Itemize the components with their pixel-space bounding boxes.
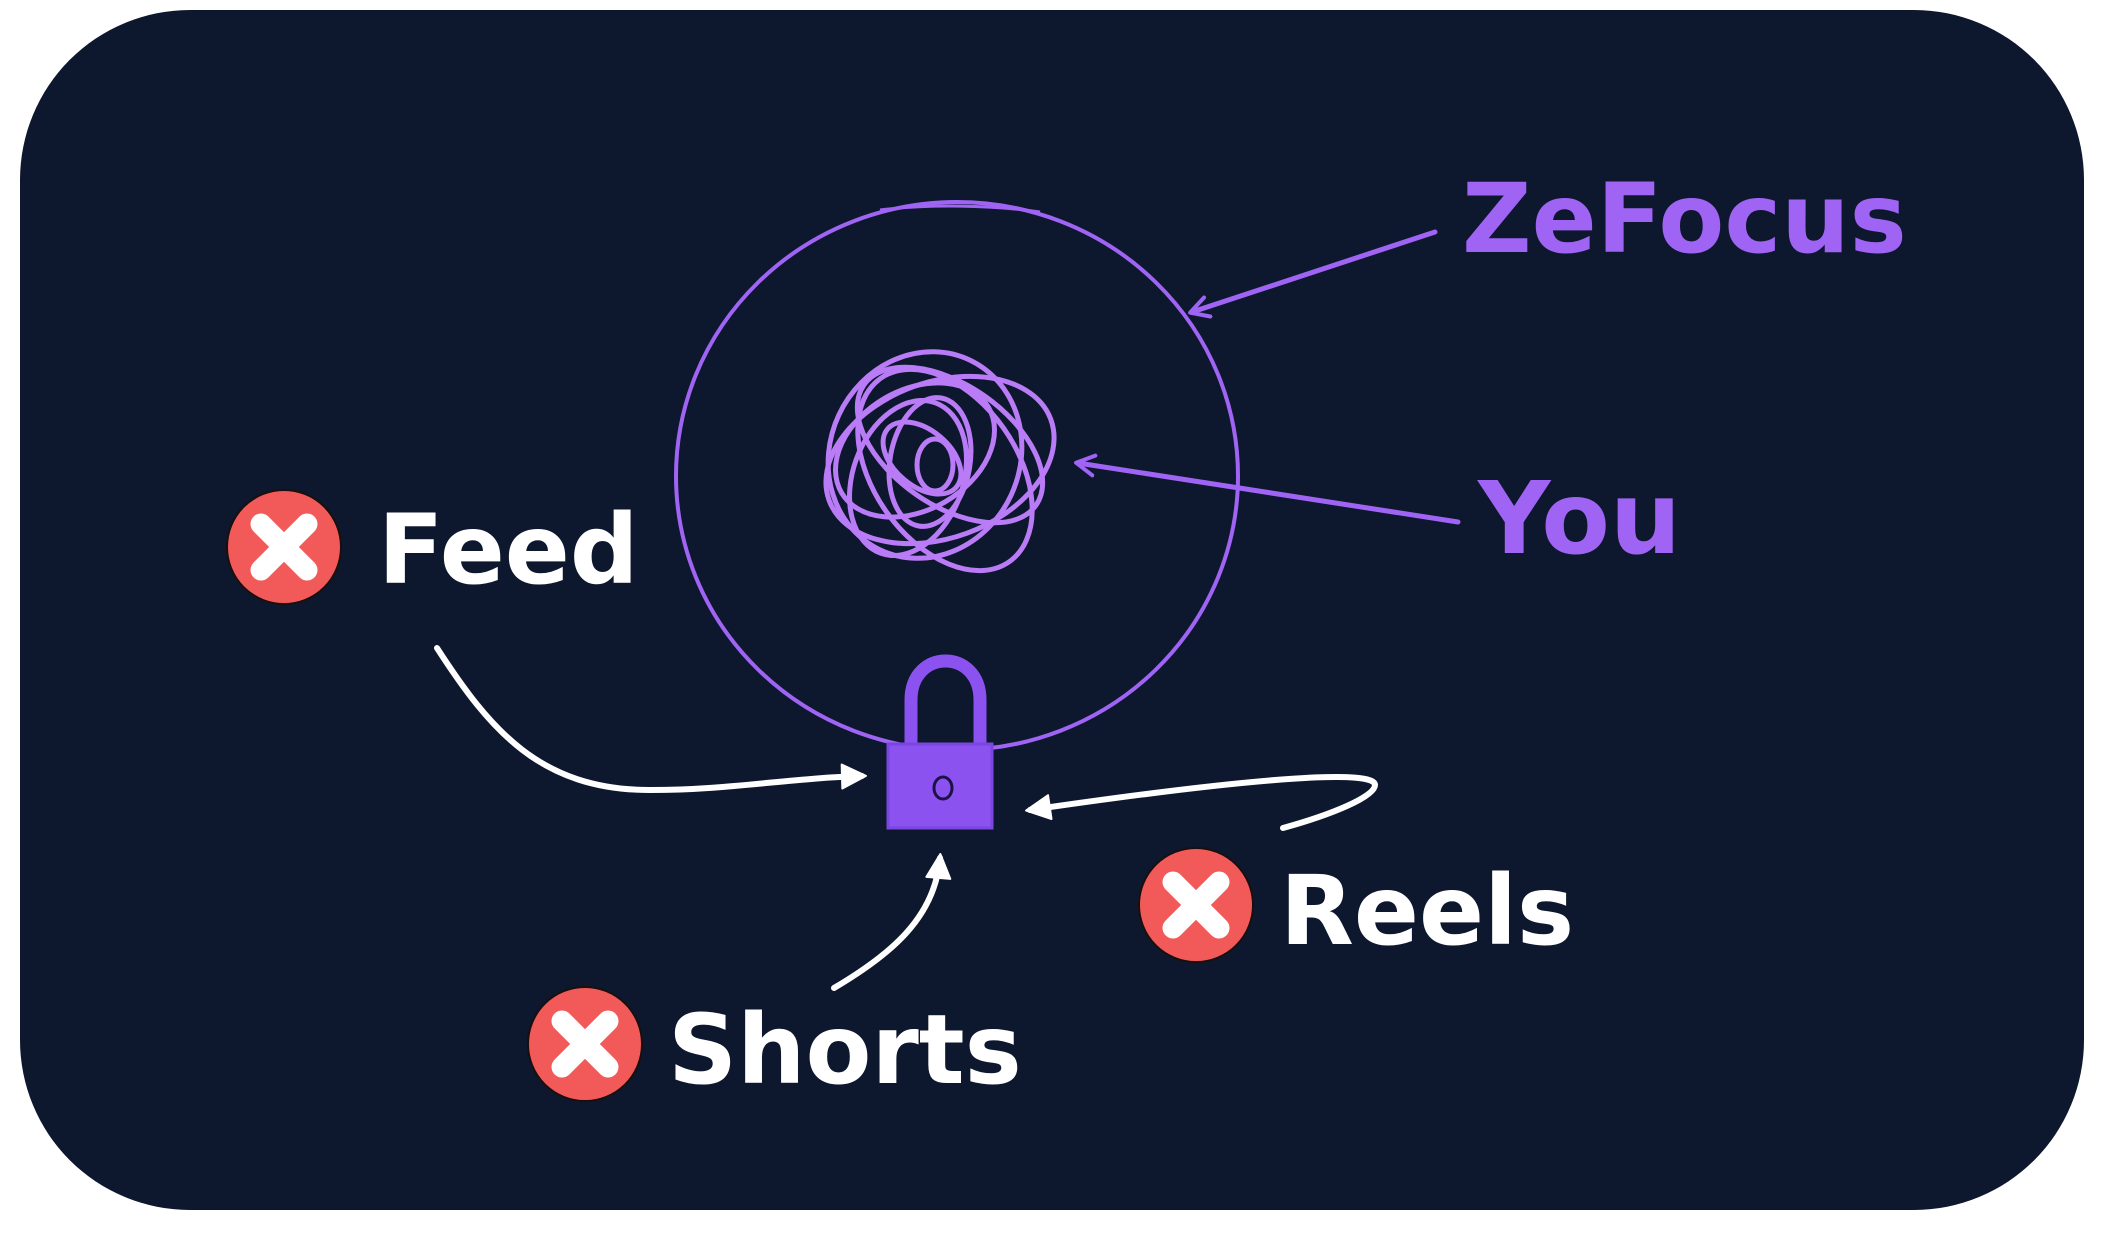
feed-label: Feed	[378, 494, 639, 606]
you-label: You	[1477, 460, 1681, 577]
x-circle-icon	[226, 489, 342, 605]
shorts-arrow	[831, 853, 952, 991]
diagram-panel	[20, 10, 2084, 1210]
x-circle-icon	[527, 986, 643, 1102]
zefocus-label: ZeFocus	[1462, 163, 1907, 275]
circle-sketch-overlap	[879, 204, 1041, 214]
feed-arrow	[434, 645, 867, 794]
you-scribble	[823, 349, 1057, 574]
padlock-icon	[886, 654, 994, 830]
x-circle-icon	[1138, 847, 1254, 963]
shorts-label: Shorts	[668, 994, 1022, 1106]
you-arrow	[1074, 453, 1461, 525]
zefocus-arrow	[1188, 229, 1438, 319]
reels-label: Reels	[1280, 855, 1574, 967]
reels-arrow	[1025, 774, 1378, 831]
